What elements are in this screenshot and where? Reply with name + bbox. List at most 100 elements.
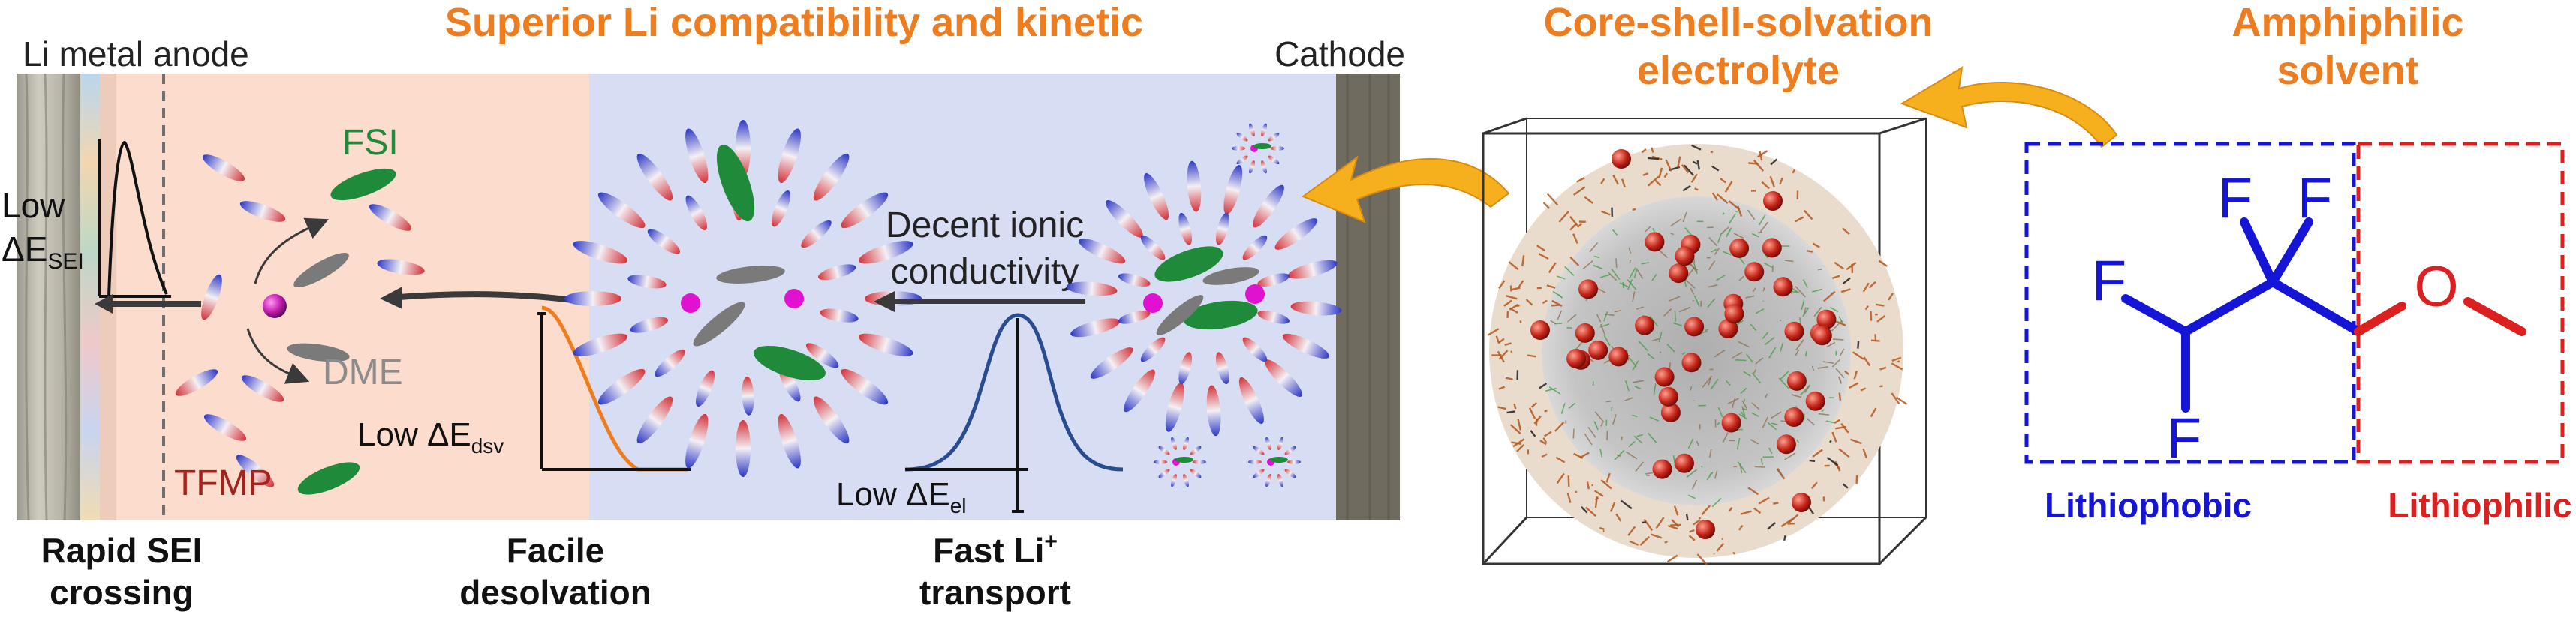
li-ion-sphere bbox=[1654, 367, 1675, 387]
solvent-molecule bbox=[1223, 165, 1243, 215]
network-bond bbox=[1852, 351, 1864, 360]
network-bond bbox=[1591, 484, 1594, 487]
network-bond bbox=[1576, 177, 1585, 183]
network-bond bbox=[1741, 400, 1747, 409]
network-bond bbox=[1818, 268, 1822, 271]
network-bond bbox=[1777, 468, 1786, 480]
anode-arrow bbox=[95, 294, 201, 314]
network-bond bbox=[1636, 306, 1644, 310]
network-bond bbox=[1504, 342, 1512, 346]
network-bond bbox=[1576, 223, 1582, 228]
solvent-molecule bbox=[1183, 436, 1189, 450]
network-bond bbox=[1642, 521, 1646, 524]
network-bond bbox=[1555, 456, 1566, 464]
solvent-molecule bbox=[1190, 446, 1202, 455]
li-ion-sphere bbox=[1721, 412, 1741, 433]
network-bond bbox=[1811, 482, 1818, 490]
network-bond bbox=[1729, 506, 1733, 512]
network-bond bbox=[1690, 386, 1693, 391]
network-bond bbox=[1743, 370, 1751, 376]
solvent-molecule bbox=[1106, 200, 1143, 238]
network-bond bbox=[1736, 437, 1741, 450]
network-bond bbox=[1556, 472, 1565, 484]
network-bond bbox=[1802, 279, 1808, 288]
network-bond bbox=[1497, 338, 1505, 344]
network-bond bbox=[1776, 469, 1783, 478]
network-bond bbox=[1627, 278, 1633, 290]
network-bond bbox=[1651, 338, 1661, 342]
network-bond bbox=[1666, 554, 1678, 563]
solvent-molecule bbox=[1070, 318, 1121, 338]
lithiophilic-label: Lithiophilic bbox=[2388, 486, 2571, 525]
lithiophobic-box bbox=[2024, 142, 2356, 464]
network-bond bbox=[1516, 443, 1525, 452]
network-bond bbox=[1663, 172, 1669, 178]
network-bond bbox=[1802, 307, 1810, 317]
solvent-molecule bbox=[1171, 474, 1177, 488]
network-bond bbox=[1887, 292, 1894, 301]
network-bond bbox=[1722, 212, 1725, 215]
network-bond bbox=[1615, 513, 1622, 522]
li-ion-right-2 bbox=[1245, 284, 1265, 304]
network-bond bbox=[1682, 212, 1687, 223]
network-bond bbox=[1659, 351, 1662, 353]
solvent-title-line2: solvent bbox=[2277, 48, 2418, 93]
network-bond bbox=[1835, 320, 1846, 327]
network-bond bbox=[1617, 454, 1621, 458]
transport-arrow bbox=[874, 291, 1085, 312]
network-bond bbox=[1609, 502, 1616, 512]
network-bond bbox=[1639, 536, 1651, 546]
network-bond bbox=[1708, 376, 1712, 386]
li-ion-anode bbox=[263, 294, 287, 318]
solvent-molecule bbox=[1124, 369, 1155, 412]
network-bond bbox=[1638, 340, 1648, 351]
network-bond bbox=[1629, 540, 1639, 546]
solvent-molecule bbox=[1238, 376, 1264, 424]
solvent-molecule bbox=[1242, 337, 1268, 362]
network-bond bbox=[1693, 519, 1701, 526]
network-bond bbox=[1822, 361, 1834, 364]
network-bond bbox=[1546, 284, 1556, 289]
network-bond bbox=[1612, 229, 1618, 236]
anode-label: Li metal anode bbox=[23, 34, 249, 74]
network-bond bbox=[1573, 186, 1586, 196]
network-bond bbox=[1544, 410, 1548, 412]
network-bond bbox=[1812, 448, 1823, 458]
network-bond bbox=[1509, 307, 1518, 314]
li-ion-right-1 bbox=[1143, 293, 1163, 313]
network-bond bbox=[1557, 294, 1563, 298]
li-ions-in-sphere bbox=[1530, 149, 1837, 539]
network-bond bbox=[1653, 383, 1657, 395]
solvent-molecule bbox=[1140, 235, 1166, 260]
network-bond bbox=[1834, 418, 1841, 424]
network-bond bbox=[1896, 396, 1908, 405]
solvent-molecule bbox=[1277, 474, 1283, 488]
network-bond bbox=[1757, 150, 1768, 158]
network-bond bbox=[1495, 335, 1500, 343]
network-bond bbox=[1629, 267, 1636, 279]
network-bond bbox=[1647, 352, 1655, 360]
network-bond bbox=[1508, 261, 1519, 271]
solvent-molecule bbox=[202, 154, 245, 182]
solvent-molecule bbox=[695, 370, 715, 406]
solvent-molecule bbox=[1277, 436, 1283, 450]
cell-title: Superior Li compatibility and kinetic bbox=[445, 0, 1143, 45]
network-bond bbox=[1717, 422, 1720, 425]
network-bond bbox=[1750, 439, 1759, 445]
network-bond bbox=[1829, 306, 1839, 313]
network-bond bbox=[1554, 422, 1565, 432]
el-energy-label: Low ΔEel bbox=[836, 476, 966, 518]
network-bond bbox=[1846, 262, 1857, 271]
network-bond bbox=[1862, 282, 1870, 292]
network-bond bbox=[1587, 426, 1596, 438]
network-bond bbox=[1826, 341, 1836, 347]
network-bond bbox=[1839, 377, 1842, 383]
network-bond bbox=[1784, 260, 1794, 262]
solvent-molecule bbox=[1287, 260, 1338, 279]
network-bond bbox=[1751, 412, 1759, 418]
solvent-molecule bbox=[627, 274, 667, 289]
network-bond bbox=[1651, 147, 1654, 153]
fsi-anion-center-top bbox=[716, 144, 755, 222]
desolvation-energy-diagram: Low ΔEdsv bbox=[357, 305, 691, 472]
